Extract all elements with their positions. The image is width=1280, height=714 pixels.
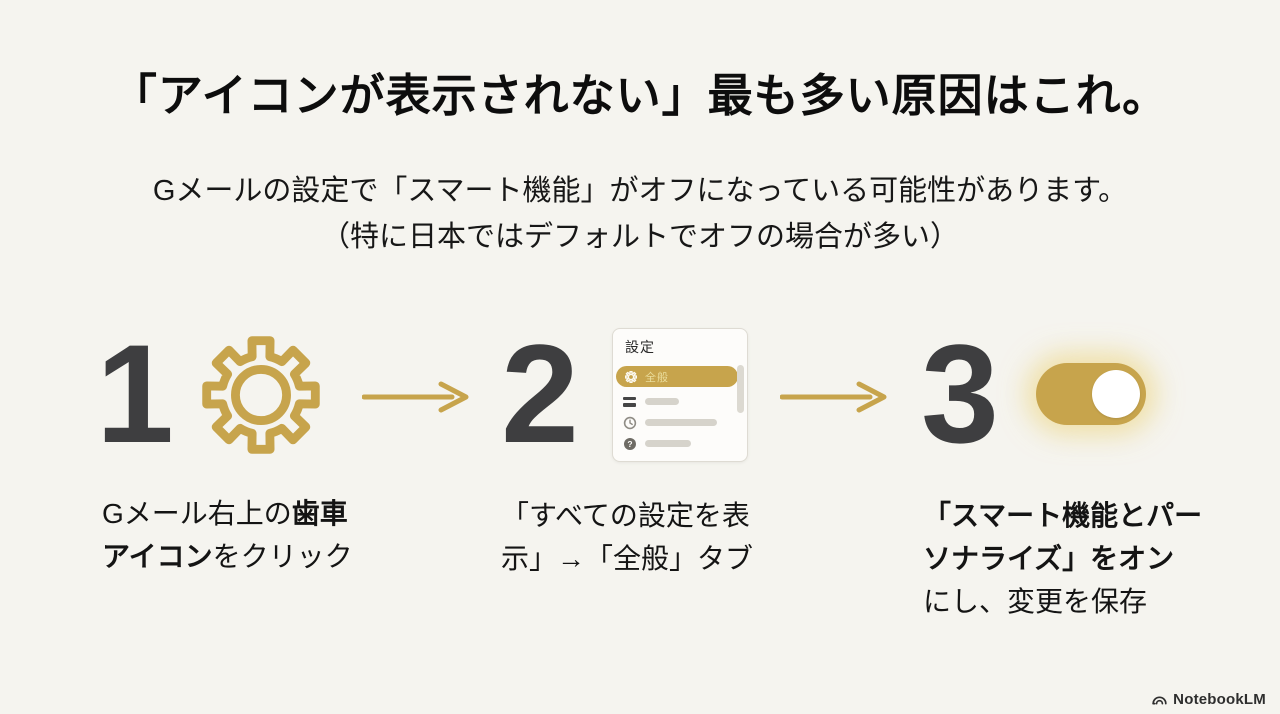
settings-panel-title: 設定 [625,339,655,355]
step-arrow-icon [362,381,469,413]
placeholder-text-bar [645,398,679,405]
help-icon: ? [624,437,636,450]
list-icon [623,395,637,408]
subtitle: Gメールの設定で「スマート機能」がオフになっている可能性があります。 （特に日本… [0,168,1280,260]
svg-text:?: ? [627,439,632,449]
step-3-caption: 「スマート機能とパーソナライズ」をオンにし、変更を保存 [923,500,1203,617]
gear-icon [625,370,637,383]
placeholder-text-bar [645,440,691,447]
settings-menu-item-general-label: 全般 [645,371,669,384]
step-1-number: 1 [96,315,174,472]
notebooklm-brand: NotebookLM [1151,691,1266,708]
toggle-knob [1092,370,1140,418]
settings-menu-item [623,395,747,408]
settings-panel-mock: 設定 全般 ? [612,328,748,462]
gear-icon [202,336,320,454]
step-arrow-icon [780,381,887,413]
step-2-caption: 「すべての設定を表示」→「全般」タブ [501,500,754,574]
step-3-number: 3 [921,315,999,472]
subtitle-line-1: Gメールの設定で「スマート機能」がオフになっている可能性があります。 [152,175,1128,207]
notebooklm-logo-icon [1152,696,1167,705]
page-title: 「アイコンが表示されない」最も多い原因はこれ。 [111,70,1169,121]
placeholder-text-bar [645,419,717,426]
settings-menu-item: ? [623,437,747,450]
scrollbar [737,365,744,413]
toggle-on-icon [1036,363,1146,425]
clock-icon [623,416,637,429]
settings-menu-item [623,416,747,429]
settings-menu-item-general: 全般 [616,366,738,387]
step-2-number: 2 [501,315,579,472]
step-1-caption: Gメール右上の歯車アイコンをクリック [102,498,353,572]
subtitle-line-2: （特に日本ではデフォルトでオフの場合が多い） [320,221,959,253]
notebooklm-brand-label: NotebookLM [1173,691,1266,708]
